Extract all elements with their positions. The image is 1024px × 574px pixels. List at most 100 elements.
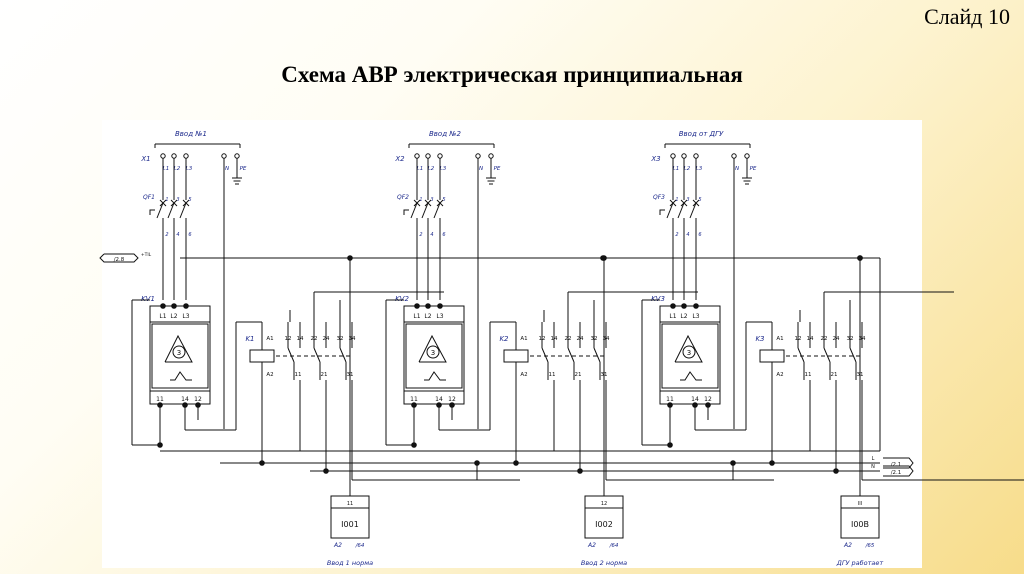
voltage-relay-box [403, 305, 465, 405]
breaker-pole [179, 202, 187, 219]
link-ref-plus-text: /2.8 [114, 257, 125, 263]
terminal-block-label: X2 [394, 155, 405, 163]
pole-number: 3 [176, 197, 179, 203]
breaker-pole [410, 202, 418, 219]
signal-lamp-id: I002 [595, 520, 613, 529]
lamp-ref: /65 [865, 543, 875, 549]
phase-label: L2 [174, 166, 181, 172]
neutral-label: N [225, 166, 229, 172]
phase-monitor-icon [674, 334, 703, 363]
coil-terminal: A2 [776, 372, 783, 378]
terminal-circle [160, 153, 166, 159]
pole-number: 3 [430, 197, 433, 203]
coil-box [503, 349, 529, 363]
lamp-address: A2 [843, 542, 852, 549]
input-title: Ввод от ДГУ [679, 130, 724, 138]
terminal-block-label: X3 [650, 155, 660, 163]
relay-symbol: 3 [687, 349, 691, 357]
n-bus-label: N [871, 464, 875, 470]
terminal-circle [221, 153, 227, 159]
contact-blade [287, 347, 295, 363]
breaker-cross [680, 199, 688, 207]
junction-dot [600, 255, 606, 261]
relay-terminal-label: L1 [413, 313, 420, 320]
phase-label: L3 [186, 166, 193, 172]
contact-blade [797, 347, 805, 363]
breaker-cross [413, 199, 421, 207]
pe-label: PE [240, 166, 247, 172]
l-bus-label: L [872, 456, 875, 462]
relay-terminal [681, 303, 687, 309]
lamp-address: A2 [333, 542, 342, 549]
terminal-circle [414, 153, 420, 159]
pe-label: PE [494, 166, 501, 172]
terminal-circle [437, 153, 443, 159]
relay-symbol: 3 [431, 349, 435, 357]
relay-terminal [183, 303, 189, 309]
relay-terminal-label: 12 [194, 396, 202, 403]
breaker-pole [156, 202, 164, 219]
pole-number: 2 [419, 232, 422, 238]
coil-label: K1 [245, 335, 254, 343]
terminal-circle [670, 153, 676, 159]
contact-blade [823, 347, 831, 363]
junction-dot [474, 460, 480, 466]
contact-terminal: 21 [321, 372, 328, 378]
phase-label: L3 [440, 166, 447, 172]
link-ref-l [883, 457, 914, 469]
terminal-circle [171, 153, 177, 159]
breaker-cross [159, 199, 167, 207]
junction-dot [347, 255, 353, 261]
junction-dot [833, 468, 839, 474]
signal-lamp-box [584, 495, 624, 539]
relay-inner-box [661, 323, 719, 389]
junction-dot [730, 460, 736, 466]
relay-contact-icon [680, 371, 702, 381]
relay-terminal-label: 11 [666, 396, 674, 403]
phase-monitor-icon [172, 345, 186, 359]
terminal-circle [234, 153, 240, 159]
breaker-label: QF3 [653, 194, 665, 201]
lamp-terminal: 12 [601, 501, 607, 507]
signal-lamp-id: I00B [851, 520, 869, 529]
breaker-pole [421, 202, 429, 219]
coil-terminal: A2 [520, 372, 527, 378]
pole-number: 5 [442, 197, 445, 203]
phase-label: L2 [684, 166, 691, 172]
phase-label: L1 [673, 166, 680, 172]
junction-dot [667, 442, 673, 448]
terminal-circle [475, 153, 481, 159]
breaker-pole [677, 202, 685, 219]
page-title: Схема АВР электрическая принципиальная [281, 62, 743, 87]
junction-dot [157, 442, 163, 448]
coil-box [759, 349, 785, 363]
coil-terminal: A1 [520, 336, 527, 342]
contact-blade [541, 347, 549, 363]
signal-lamp-box [840, 495, 880, 539]
breaker-cross [182, 199, 190, 207]
breaker-pole [689, 202, 697, 219]
pole-number: 6 [698, 232, 701, 238]
phase-monitor-icon [418, 334, 447, 363]
junction-dot [577, 468, 583, 474]
relay-inner-box [151, 323, 209, 389]
signal-lamp-box [330, 495, 370, 539]
contact-terminal: 11 [549, 372, 556, 378]
junction-dot [411, 442, 417, 448]
terminal-block-label: X1 [140, 155, 150, 163]
relay-terminal [693, 303, 699, 309]
terminal-circle [681, 153, 687, 159]
relay-terminal [160, 303, 166, 309]
relay-contact-icon [170, 371, 192, 381]
neutral-label: N [735, 166, 739, 172]
breaker-actuator [659, 209, 665, 215]
phase-label: L1 [417, 166, 424, 172]
plus-bus-label: +TIL [141, 252, 152, 258]
relay-inner-box [405, 323, 463, 389]
phase-monitor-icon [164, 334, 193, 363]
pe-label: PE [750, 166, 757, 172]
breaker-cross [424, 199, 432, 207]
lamp-caption: Ввод 1 норма [327, 559, 373, 567]
lamp-ref: /64 [609, 543, 619, 549]
